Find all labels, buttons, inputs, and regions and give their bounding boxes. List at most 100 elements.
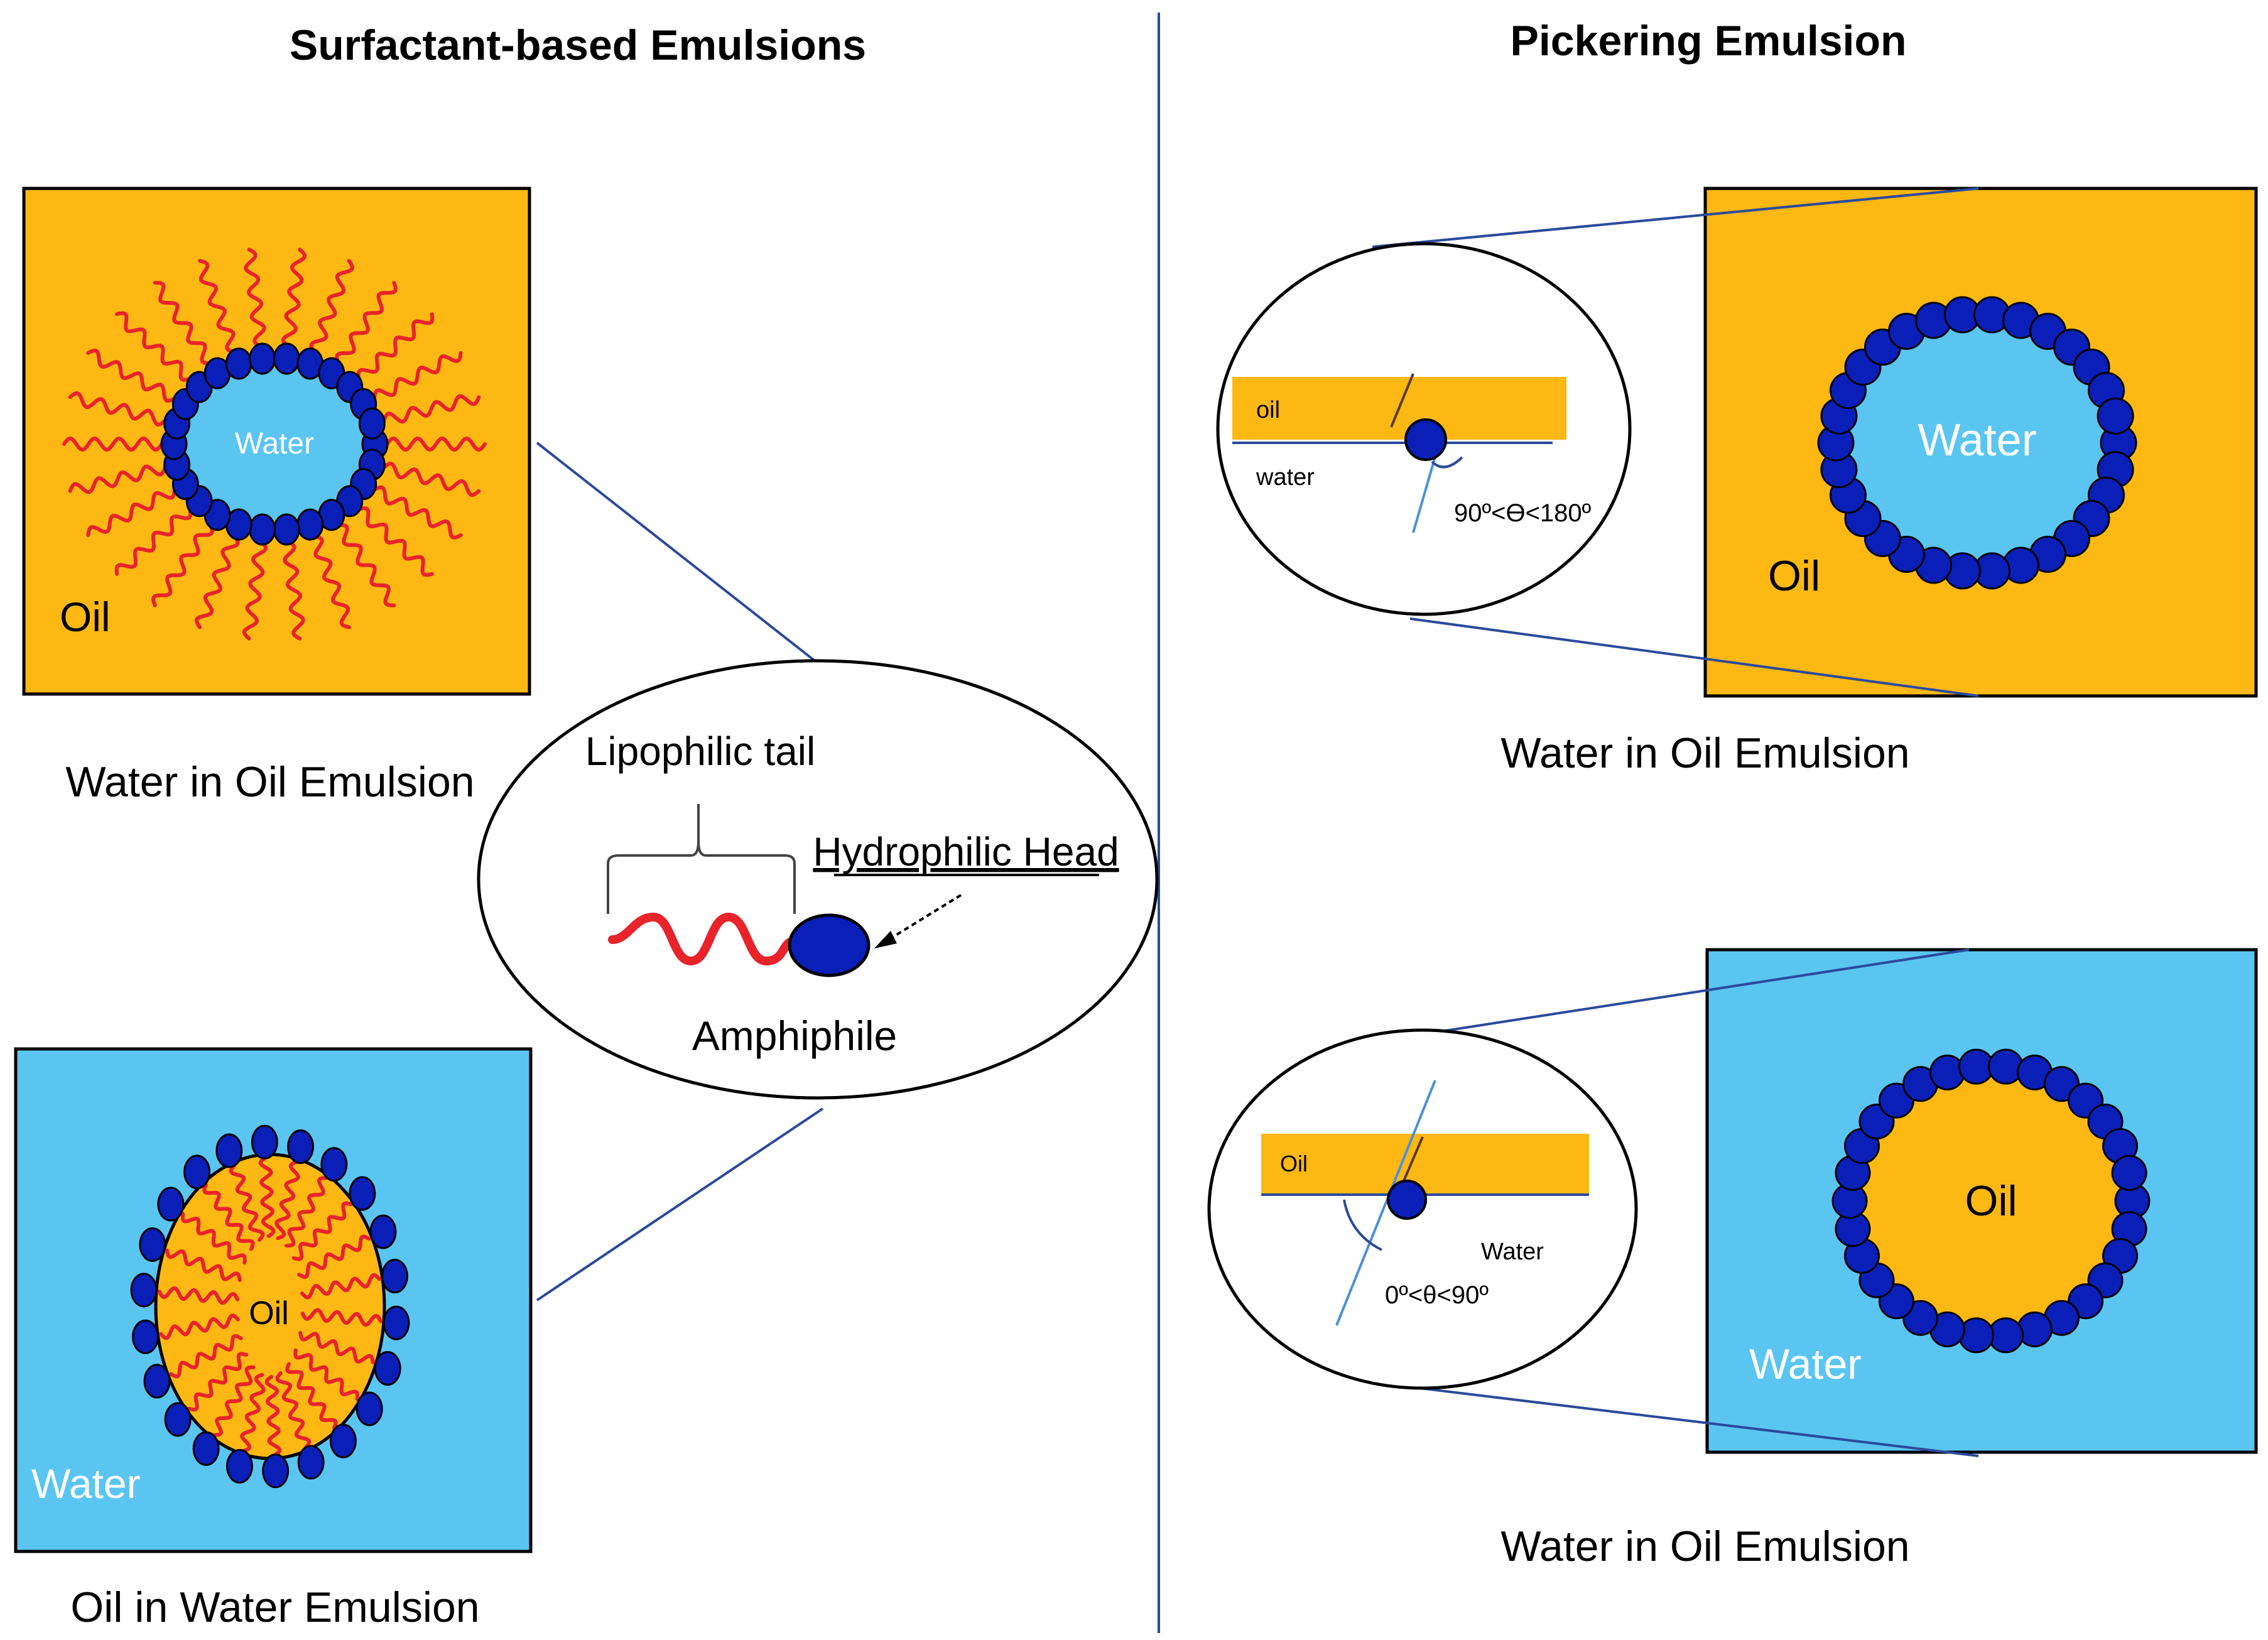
- surfactant-tail: [229, 1163, 265, 1242]
- amphiphile-zoom: Lipophilic tail Hydrophilic Head Amphiph…: [477, 659, 1159, 1100]
- pk-top-angle-label: 90º<Ɵ<180º: [1454, 499, 1592, 527]
- surfactant-tail: [159, 1313, 240, 1340]
- pickering-wo-outer-label: Oil: [1768, 552, 1820, 600]
- pk-top-zoom-line-upper: [1372, 187, 1979, 248]
- surfactant-tail: [157, 1286, 240, 1305]
- surfactant-head: [249, 513, 276, 546]
- pickering-top-zoom: oil water 90º<Ɵ<180º: [1216, 242, 1632, 616]
- surfactant-tail: [361, 351, 463, 409]
- wo-outer-label: Oil: [60, 594, 111, 640]
- surfactant-tail: [275, 1371, 312, 1450]
- surfactant-head: [287, 1129, 315, 1165]
- pickering-bottom-zoom: Oil Water 0º<θ<90º: [1207, 1028, 1638, 1390]
- pk-bot-oil-label: Oil: [1280, 1151, 1308, 1176]
- surfactant-head: [273, 342, 300, 375]
- surfactant-tail: [347, 499, 434, 577]
- amphiphile-label: Amphiphile: [692, 1013, 898, 1059]
- surfactant-tail: [293, 1348, 359, 1401]
- surfactant-tail: [285, 1176, 328, 1248]
- pickering-ow-oil-droplet: [1859, 1075, 2123, 1327]
- surfactant-head: [157, 1187, 185, 1222]
- surfactant-tail: [258, 1156, 276, 1239]
- surfactant-tail: [165, 1248, 242, 1282]
- surfactant-tail: [308, 259, 355, 366]
- pickering-ow-outer-label: Water: [1749, 1340, 1862, 1388]
- pk-top-tangent-line: [1412, 445, 1440, 533]
- pk-bot-particle: [1387, 1180, 1427, 1220]
- ow-surfactant-tails: [157, 1156, 383, 1457]
- surfactant-head: [262, 1453, 290, 1489]
- surfactant-head: [192, 1431, 220, 1466]
- pk-bot-oil-band: [1261, 1134, 1589, 1193]
- pk-top-contact-line: [1390, 373, 1414, 428]
- surfactant-head: [296, 508, 324, 541]
- pk-top-particle: [1404, 418, 1447, 461]
- left-section-title: Surfactant-based Emulsions: [290, 21, 866, 69]
- pickering-ow-particles: [1831, 1048, 2151, 1354]
- wo-inner-label: Water: [235, 427, 314, 460]
- surfactant-head: [349, 1176, 376, 1211]
- pickering-particle: [2097, 397, 2134, 435]
- surfactant-tail: [264, 1374, 282, 1457]
- surfactant-tail: [281, 247, 307, 361]
- surfactant-tail: [153, 281, 221, 376]
- surfactant-head: [251, 1124, 278, 1159]
- pickering-ow-panel: Oil Water: [1705, 948, 2258, 1454]
- pk-bot-angle-label: 0º<θ<90º: [1385, 1281, 1489, 1309]
- surfactant-tail: [62, 436, 176, 452]
- amphiphile-tail: [608, 912, 799, 966]
- pk-bot-contact-line: [1403, 1136, 1424, 1181]
- ow-surfactant-heads: [130, 1124, 410, 1489]
- amphiphile-zoom-ellipse: [477, 659, 1159, 1100]
- surfactant-head: [131, 1319, 159, 1354]
- surfactant-head: [369, 1214, 397, 1249]
- surfactant-tail: [298, 1331, 375, 1365]
- surfactant-head: [297, 1445, 325, 1480]
- pickering-particle: [1988, 1048, 2024, 1085]
- surfactant-head: [374, 1351, 401, 1386]
- surfactant-head: [329, 1423, 357, 1458]
- surfactant-tail: [198, 259, 244, 366]
- pickering-particle: [2111, 1154, 2147, 1191]
- ow-inner-label: Oil: [249, 1295, 289, 1332]
- surfactant-tail: [291, 1201, 353, 1261]
- surfactant-tail: [297, 1234, 371, 1279]
- wo-surfactant-tails: [62, 247, 487, 641]
- surfactant-head: [381, 1259, 409, 1294]
- wo-caption: Water in Oil Emulsion: [65, 758, 474, 806]
- surfactant-tail: [169, 1333, 243, 1379]
- wo-surfactant-heads: [160, 342, 389, 546]
- pk-top-oil-label: oil: [1256, 397, 1280, 423]
- pk-bot-water-label: Water: [1481, 1239, 1544, 1265]
- surfactant-tail: [187, 1352, 249, 1412]
- pickering-ow-caption: Water in Oil Emulsion: [1500, 1523, 1909, 1570]
- surfactant-ow-panel: Oil Water: [14, 1047, 533, 1553]
- surfactant-tail: [202, 1183, 255, 1251]
- surfactant-head: [320, 1147, 348, 1182]
- surfactant-head: [273, 513, 300, 546]
- surfactant-tail: [300, 1308, 383, 1327]
- surfactant-tail: [285, 1362, 338, 1430]
- surfactant-tail: [86, 349, 188, 406]
- surfactant-tail: [347, 312, 435, 390]
- surfactant-head: [358, 407, 386, 440]
- surfactant-tail: [68, 459, 179, 494]
- surfactant-tail: [68, 391, 179, 427]
- ow-outer-label: Water: [31, 1460, 141, 1507]
- pickering-particle: [2017, 1311, 2053, 1347]
- pk-top-zoom-line-lower: [1409, 617, 1979, 697]
- surfactant-head: [225, 1448, 253, 1484]
- pk-bot-zoom-line-lower: [1419, 1387, 1979, 1457]
- surfactant-head: [225, 347, 252, 380]
- pickering-ow-inner-label: Oil: [1965, 1177, 2017, 1225]
- pk-top-water-label: water: [1256, 464, 1315, 491]
- zoom-line-top: [536, 442, 824, 668]
- pk-bot-angle-arc: [1343, 1199, 1382, 1251]
- pk-bot-zoom-line-upper: [1428, 948, 1970, 1035]
- pk-bot-tangent-line: [1335, 1080, 1436, 1326]
- pickering-wo-caption: Water in Oil Emulsion: [1500, 729, 1909, 777]
- surfactant-tail: [370, 461, 481, 497]
- tail-brace: [607, 804, 796, 914]
- surfactant-tail: [361, 482, 463, 540]
